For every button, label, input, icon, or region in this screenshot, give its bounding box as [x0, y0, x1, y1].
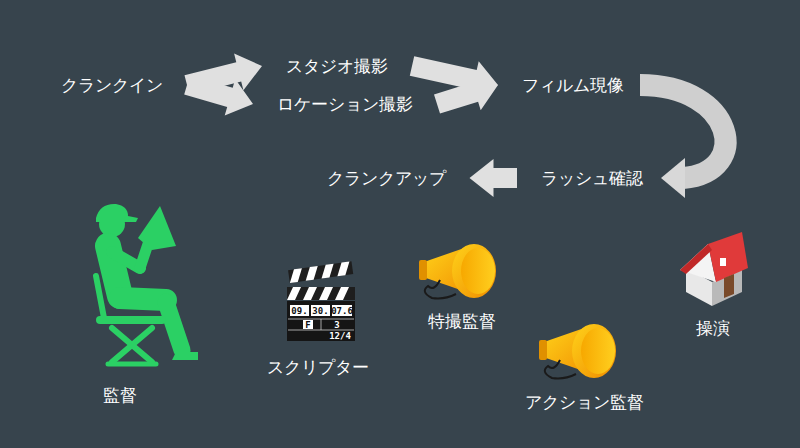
flow-step: ロケーション撮影: [273, 91, 417, 118]
step-text: フィルム現像: [522, 75, 624, 95]
step-text: クランクイン: [61, 75, 163, 95]
flow-step: スタジオ撮影: [282, 53, 392, 80]
role-label: 監督: [103, 384, 137, 407]
flow-step: フィルム現像: [518, 72, 628, 99]
slate-number: 30.: [312, 306, 328, 316]
flow-arrow: [640, 85, 725, 198]
director-figure: [96, 204, 198, 364]
clapperboard: [287, 261, 355, 341]
flow-arrow: [184, 75, 253, 115]
megaphone: [419, 244, 496, 299]
flow-step: クランクイン: [57, 72, 167, 99]
role-label: 特撮監督: [428, 310, 496, 333]
slate-number: 09.: [291, 306, 307, 316]
step-text: ラッシュ確認: [541, 168, 643, 188]
megaphone: [539, 324, 616, 379]
role-label: 操演: [696, 317, 730, 340]
slate-number: 07.6: [331, 306, 353, 316]
role-label: アクション監督: [525, 391, 644, 414]
slate-number: F: [305, 320, 310, 330]
step-text: クランクアップ: [327, 168, 446, 188]
role-label: スクリプター: [267, 356, 369, 379]
slate-number: 12/4: [329, 331, 351, 341]
flow-arrow: [470, 159, 518, 197]
flow-arrow: [434, 74, 498, 114]
slate-number: 3: [334, 320, 339, 330]
flow-step: ラッシュ確認: [537, 165, 647, 192]
step-text: スタジオ撮影: [286, 56, 388, 76]
step-text: ロケーション撮影: [277, 94, 413, 114]
flow-step: クランクアップ: [323, 165, 450, 192]
house-icon: [680, 232, 748, 306]
